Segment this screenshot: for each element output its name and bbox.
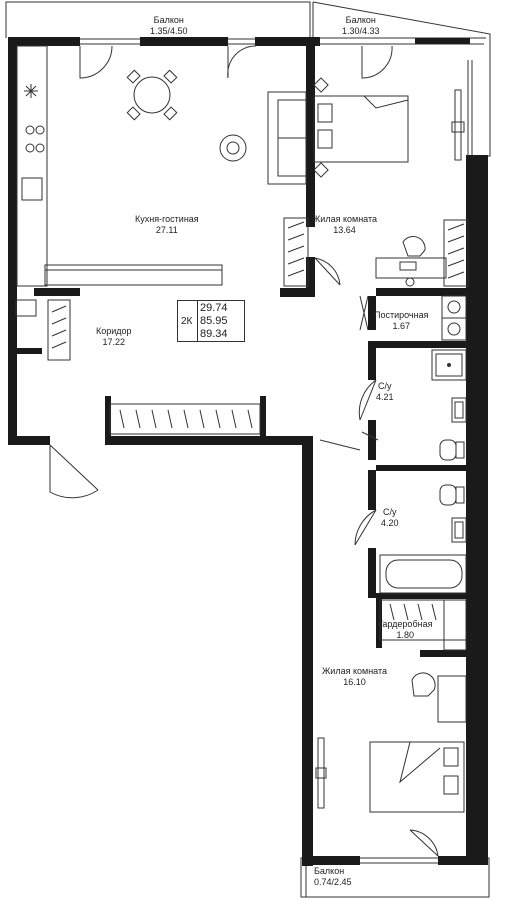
room-area: 16.10 xyxy=(343,677,366,687)
doors xyxy=(49,45,439,857)
room-area: 1.30/4.33 xyxy=(342,26,380,36)
wardrobe-icon xyxy=(47,217,469,651)
room-area: 0.74/2.45 xyxy=(314,877,352,887)
room-label-wardrobe: Гардеробная 1.80 xyxy=(378,619,432,641)
desk-icon xyxy=(375,257,447,287)
total-area: 85.95 xyxy=(200,315,228,327)
room-area: 4.20 xyxy=(381,518,399,528)
room-label-kitchen-living: Кухня-гостиная 27.11 xyxy=(135,214,199,236)
room-name: Жилая комната xyxy=(322,666,388,676)
bed-icon xyxy=(313,77,409,178)
chair-icon xyxy=(402,236,426,257)
room-label-corridor: Коридор 17.22 xyxy=(96,326,132,348)
room-area: 27.11 xyxy=(155,225,178,235)
room-label-balcony-2: Балкон 1.30/4.33 xyxy=(342,15,380,37)
walls xyxy=(8,37,488,866)
washing-machine-icon xyxy=(15,295,467,341)
room-name: Постирочная xyxy=(374,310,429,320)
room-name: Балкон xyxy=(153,15,184,25)
room-label-bathroom-1: С/у 4.21 xyxy=(376,381,394,403)
balcony-outlines xyxy=(5,1,491,898)
windows xyxy=(80,38,473,864)
area-badge: 2К 29.74 85.95 89.34 xyxy=(177,300,245,342)
room-label-balcony-3: Балкон 0.74/2.45 xyxy=(314,866,352,888)
room-label-living-room-2: Жилая комната 16.10 xyxy=(322,666,387,688)
room-label-living-room-1: Жилая комната 13.64 xyxy=(312,214,377,236)
room-area: 1.80 xyxy=(396,630,414,640)
room-name: С/у xyxy=(378,381,392,391)
room-area: 13.64 xyxy=(333,225,356,235)
room-area: 1.35/4.50 xyxy=(150,26,188,36)
badge-divider xyxy=(197,301,198,341)
toilet-icon xyxy=(439,439,465,506)
room-name: Балкон xyxy=(345,15,376,25)
door-swing-bottom xyxy=(361,431,379,441)
living-area: 29.74 xyxy=(200,302,228,314)
bedroom2-furniture xyxy=(315,672,467,813)
room-area: 17.22 xyxy=(102,337,126,347)
total-area-with-balconies: 89.34 xyxy=(200,328,228,340)
tv-icon xyxy=(451,89,465,161)
sofa-icon xyxy=(267,91,307,185)
apartment-type: 2К xyxy=(181,316,193,327)
room-label-balcony-1: Балкон 1.35/4.50 xyxy=(150,15,188,37)
room-name: Гардеробная xyxy=(378,619,433,629)
room-name: Коридор xyxy=(96,326,132,336)
plant-icon xyxy=(219,134,247,162)
sink-icon xyxy=(451,397,467,543)
room-area: 1.67 xyxy=(392,321,410,331)
dining-table-icon xyxy=(126,69,178,121)
room-name: С/у xyxy=(383,507,397,517)
room-name: Балкон xyxy=(314,866,345,876)
bathtub-icon xyxy=(379,554,467,594)
room-label-laundry: Постирочная 1.67 xyxy=(374,310,428,332)
room-name: Жилая комната xyxy=(312,214,378,224)
shower-icon xyxy=(431,349,467,381)
room-label-bathroom-2: С/у 4.20 xyxy=(381,507,399,529)
room-area: 4.21 xyxy=(376,392,394,402)
room-name: Кухня-гостиная xyxy=(135,214,199,224)
kitchen-fixtures xyxy=(16,45,223,287)
